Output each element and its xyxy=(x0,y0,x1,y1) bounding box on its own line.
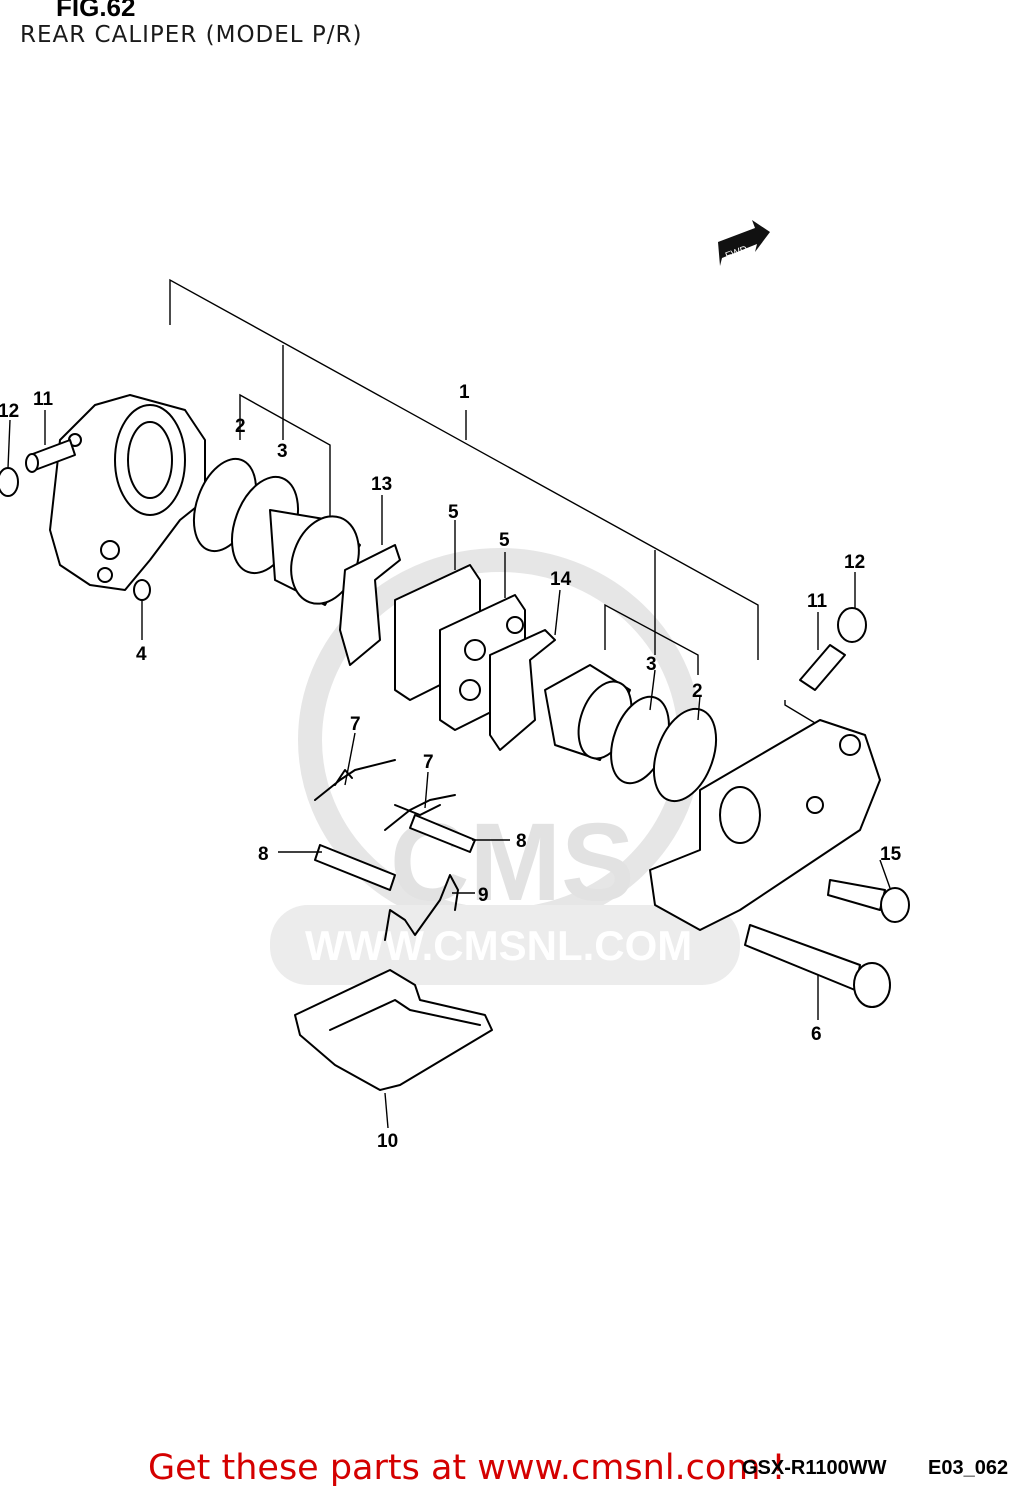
washer xyxy=(133,579,151,601)
callout-7: 7 xyxy=(350,714,361,735)
callout-12: 12 xyxy=(844,552,865,573)
figure-title: REAR CALIPER (MODEL P/R) xyxy=(20,22,363,48)
callout-6: 6 xyxy=(811,1024,822,1045)
callout-2: 2 xyxy=(692,681,703,702)
callout-2: 2 xyxy=(235,416,246,437)
left-caliper-body xyxy=(49,394,206,591)
callout-7: 7 xyxy=(423,752,434,773)
figure-number: FIG.62 xyxy=(56,0,136,22)
pad-shim-left xyxy=(339,544,401,666)
callout-13: 13 xyxy=(371,474,392,495)
callout-11: 11 xyxy=(33,389,54,410)
left-bleeder-screw xyxy=(25,439,76,473)
callout-8: 8 xyxy=(258,844,269,865)
callout-5: 5 xyxy=(448,502,459,523)
callout-numbers: 1 2 2 3 3 4 5 5 6 7 7 8 8 9 10 11 11 12 … xyxy=(0,382,902,1152)
callout-14: 14 xyxy=(550,569,572,590)
callout-5: 5 xyxy=(499,530,510,551)
right-bleeder-screw xyxy=(799,644,846,691)
leader-lines xyxy=(7,410,891,1129)
watermark-url: WWW.CMSNL.COM xyxy=(305,922,692,969)
model-code: GSX-R1100WW xyxy=(742,1457,887,1479)
ref-code: E03_062 xyxy=(928,1457,1009,1479)
callout-3: 3 xyxy=(277,441,288,462)
callout-9: 9 xyxy=(478,885,489,906)
callout-8: 8 xyxy=(516,831,527,852)
bolt-6 xyxy=(744,924,891,1008)
pad-spring-right xyxy=(384,794,456,831)
pad-shim-right xyxy=(489,629,556,751)
right-caliper-body xyxy=(649,719,881,931)
pad-pin-upper xyxy=(409,814,476,853)
callout-15: 15 xyxy=(880,844,902,865)
right-piston-seals xyxy=(544,664,718,803)
pad-pin-lower xyxy=(314,844,396,891)
callout-11: 11 xyxy=(807,591,828,612)
left-seals-piston xyxy=(192,457,361,606)
cta-link[interactable]: Get these parts at www.cmsnl.com ! xyxy=(148,1448,786,1488)
pad-clip xyxy=(384,874,459,941)
caliper-cover xyxy=(294,969,493,1091)
bolt-15 xyxy=(827,879,910,923)
callout-10: 10 xyxy=(377,1131,398,1152)
fwd-arrow-icon: FWD xyxy=(718,220,770,266)
callout-4: 4 xyxy=(136,644,147,665)
right-bleeder-cap xyxy=(837,607,867,643)
callout-12: 12 xyxy=(0,401,19,422)
callout-3: 3 xyxy=(646,654,657,675)
left-bleeder-cap xyxy=(0,467,19,497)
callout-1: 1 xyxy=(459,382,470,403)
